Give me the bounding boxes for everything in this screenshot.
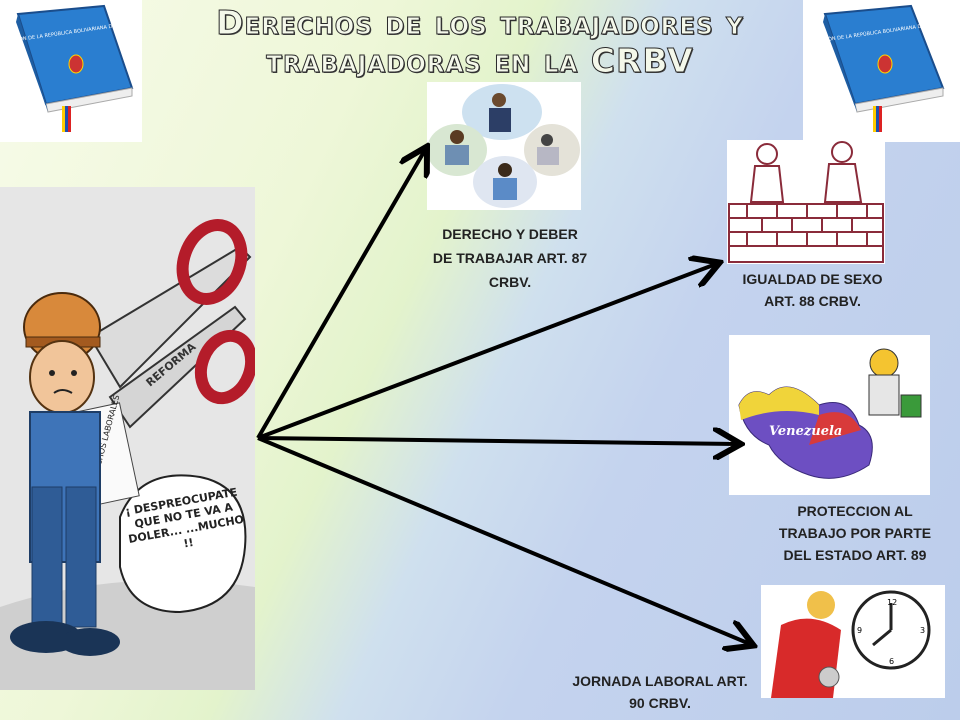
label-work: DERECHO Y DEBER DE TRABAJAR ART. 87 CRBV…	[432, 226, 588, 290]
svg-text:3: 3	[920, 626, 925, 635]
work-people-image	[427, 82, 581, 210]
constitution-book-left: CONSTITUCIÓN DE LA REPÚBLICA BOLIVARIANA…	[0, 0, 142, 142]
venezuela-map-image: Venezuela	[729, 335, 930, 495]
map-label: Venezuela	[769, 424, 842, 439]
worker-scissors-cartoon: REFORMA ¡ DESPREOCUPATE QUE NO TE VA A D…	[0, 187, 255, 690]
constitution-book-right: CONSTITUCIÓN DE LA REPÚBLICA BOLIVARIANA…	[803, 0, 960, 142]
svg-text:6: 6	[889, 657, 894, 666]
slide-title: Derechos de los trabajadores y trabajado…	[216, 3, 744, 80]
bricklayers-image	[727, 140, 885, 264]
svg-text:12: 12	[887, 598, 897, 607]
speech-bubble-text: ¡ DESPREOCUPATE QUE NO TE VA A DOLER... …	[125, 487, 245, 551]
label-equality: IGUALDAD DE SEXO ART. 88 CRBV.	[742, 271, 883, 309]
label-protection: PROTECCION AL TRABAJO POR PARTE DEL ESTA…	[778, 503, 932, 563]
svg-text:9: 9	[857, 626, 862, 635]
clock-worker-image: 12 3 6 9	[761, 585, 945, 698]
label-workday: JORNADA LABORAL ART. 90 CRBV.	[572, 673, 748, 711]
